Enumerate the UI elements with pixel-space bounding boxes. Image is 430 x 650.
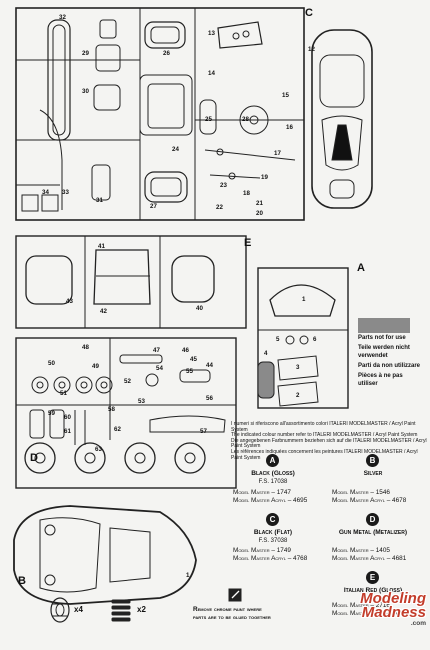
pen-icon xyxy=(228,588,242,602)
paint-c-fs: F.S. 37038 xyxy=(258,538,288,544)
paint-e-mm: Model Master – 2716 xyxy=(332,602,390,609)
sprue-a-letter: A xyxy=(357,262,365,274)
tire-icon xyxy=(50,597,70,623)
sprue-c-letter: C xyxy=(305,7,313,19)
paint-d-acryl: Model Master Acryl – 4681 xyxy=(332,555,407,562)
paint-e-name: Italian Red (Gloss) xyxy=(343,587,403,594)
body-b-letter: B xyxy=(18,575,26,587)
sprue-a-frame xyxy=(257,267,349,409)
paint-a-fs: F.S. 17038 xyxy=(258,479,288,485)
wheel-rims xyxy=(31,376,113,394)
paint-e-code: E xyxy=(366,571,379,584)
paint-e-acryl: Model Master Acryl – 4689 xyxy=(332,610,407,617)
parts-not-for-use-swatch-on-sprue xyxy=(257,361,275,399)
paint-caption: I numeri si riferiscono all'assortimento… xyxy=(231,421,427,461)
paint-a-mm: Model Master – 1747 xyxy=(233,489,291,496)
legend-en: Parts not for use xyxy=(358,335,406,341)
spoke-wheels xyxy=(24,442,206,474)
chrome-note-line-1: Remove chrome paint where xyxy=(193,606,262,613)
paint-a-acryl: Model Master Acryl – 4695 xyxy=(233,497,308,504)
spring-icon xyxy=(111,599,131,622)
paint-b-acryl: Model Master Acryl – 4678 xyxy=(332,497,407,504)
car-body-b-top-view xyxy=(13,505,197,605)
paint-d-mm: Model Master – 1405 xyxy=(332,547,390,554)
paint-b-mm: Model Master – 1546 xyxy=(332,489,390,496)
paint-a-name: Black (Gloss) xyxy=(251,470,295,477)
sprue-e-frame xyxy=(15,235,247,329)
sprue-c-frame xyxy=(15,7,305,221)
modelingmadness-watermark: Modeling Madness .com xyxy=(360,590,426,627)
paint-c-mm: Model Master – 1749 xyxy=(233,547,291,554)
sprue-d-letter: D xyxy=(30,452,38,464)
paint-c-name: Black (Flat) xyxy=(253,529,293,536)
chrome-note-line-2: parts are to be glued together xyxy=(193,614,271,621)
paint-c-acryl: Model Master Acryl – 4768 xyxy=(233,555,308,562)
body-b-part-number: 1 xyxy=(186,572,190,579)
parts-not-for-use-swatch xyxy=(358,318,410,333)
paint-b-code: B xyxy=(366,454,379,467)
legend-fr: Pièces à ne pas utiliser xyxy=(358,373,403,387)
tire-count: x4 xyxy=(74,605,83,614)
paint-a-code: A xyxy=(266,454,279,467)
legend-de: Teile werden nicht verwendet xyxy=(358,345,410,359)
car-body-top-view xyxy=(311,29,373,209)
paint-d-name: Gun Metal (Metalizer) xyxy=(338,529,408,536)
paint-b-name: Silver xyxy=(363,470,383,477)
sprue-e-letter: E xyxy=(244,237,252,249)
sprue-d-frame xyxy=(15,337,237,489)
paint-d-code: D xyxy=(366,513,379,526)
spring-count: x2 xyxy=(137,605,146,614)
paint-c-code: C xyxy=(266,513,279,526)
legend-it: Parti da non utilizzare xyxy=(358,363,421,369)
